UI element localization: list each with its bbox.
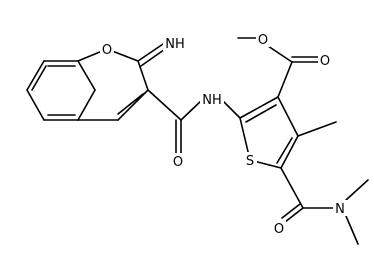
imine-label: NH [165, 37, 185, 52]
benzene-ring [26, 60, 96, 121]
amide-carbonyl-oxygen-label: O [173, 155, 183, 170]
thiophene-sulfur-label: S [246, 154, 254, 169]
ester-carbonyl-oxygen-label: O [320, 54, 330, 69]
amide-linker [147, 89, 241, 156]
dimethylamide-carbonyl-oxygen-label: O [274, 222, 284, 237]
ester-ether-oxygen-label: O [258, 33, 268, 48]
dimethylamide [280, 167, 369, 245]
methyl-ester [237, 37, 320, 98]
atom-labels: O NH NH O O O S O N [100, 31, 348, 237]
ring-methyl-bond [297, 121, 337, 137]
dimethylamide-nitrogen-label: N [335, 202, 345, 217]
ring-oxygen-label: O [102, 43, 112, 58]
amide-nh-label: NH [202, 93, 222, 108]
pyran-ring [77, 41, 169, 121]
